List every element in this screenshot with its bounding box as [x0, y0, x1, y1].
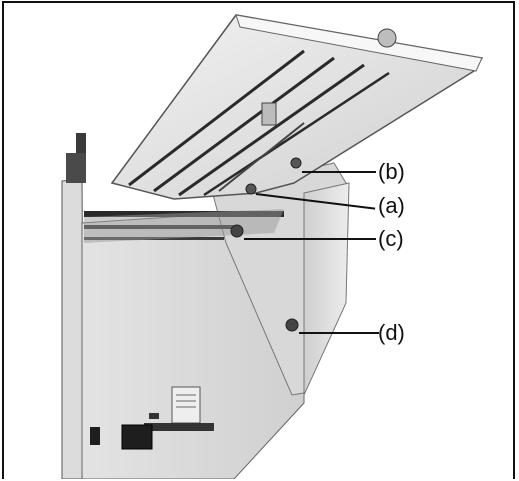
screw-d	[285, 318, 299, 332]
callout-a: (a)	[378, 193, 405, 218]
leader-b	[302, 171, 376, 173]
callout-d: (d)	[378, 320, 405, 345]
screw-c	[230, 224, 244, 238]
screw-b	[290, 157, 302, 169]
power-switch	[90, 427, 100, 445]
machine-photo	[61, 14, 484, 479]
power-socket	[121, 424, 153, 450]
screw-a	[245, 183, 257, 195]
rear-panel	[90, 386, 214, 450]
paper-tray	[110, 14, 484, 200]
screw-points	[230, 157, 302, 332]
leader-d	[299, 332, 379, 334]
callout-c: (c)	[378, 226, 404, 251]
callout-b: (b)	[378, 159, 405, 184]
leader-c	[244, 238, 376, 240]
